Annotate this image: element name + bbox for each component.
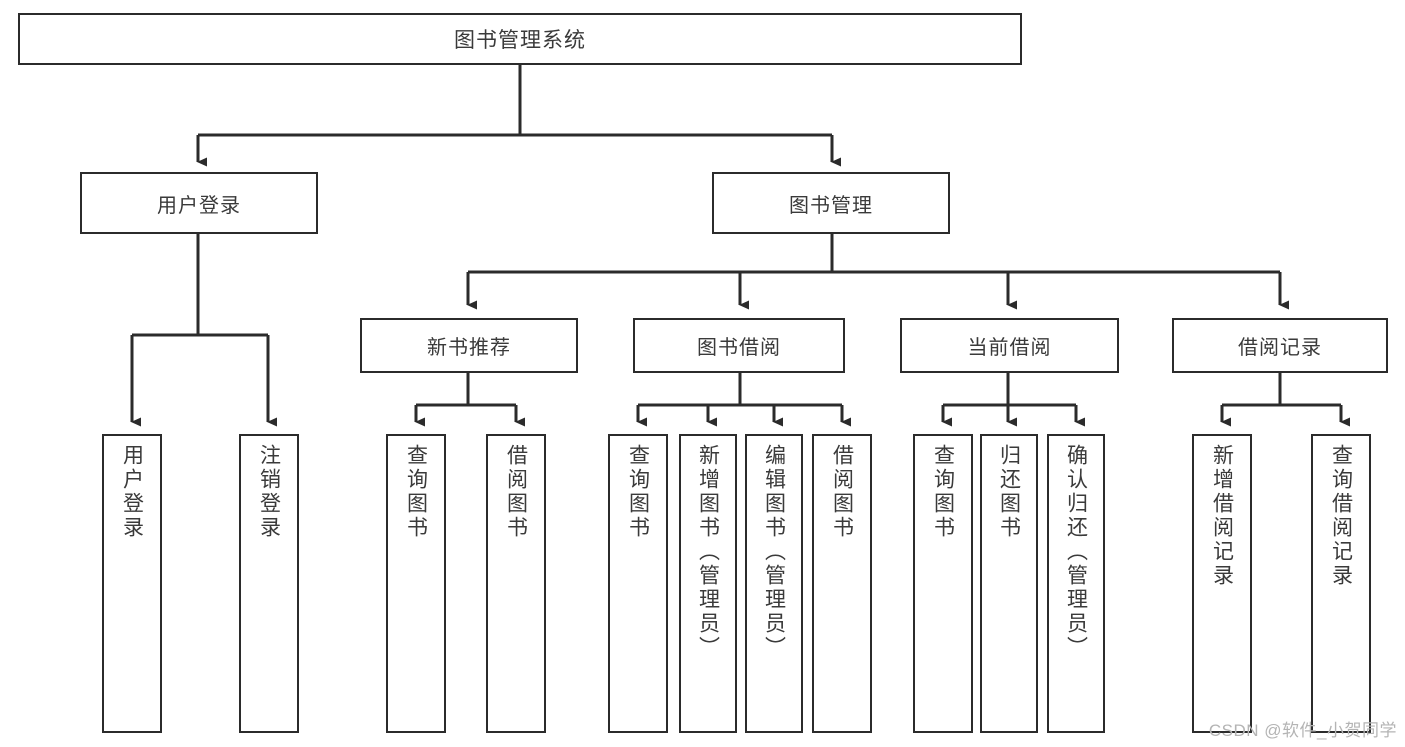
node-label: 查询借阅记录 <box>1329 444 1353 588</box>
leaf-edit-book-admin[interactable]: 编辑图书（管理员） <box>745 434 803 733</box>
node-book-management-system[interactable]: 图书管理系统 <box>18 13 1022 65</box>
node-label: 借阅记录 <box>1238 337 1322 359</box>
leaf-query-book-recommend[interactable]: 查询图书 <box>386 434 446 733</box>
node-borrow-record[interactable]: 借阅记录 <box>1172 318 1388 373</box>
leaf-borrow-book[interactable]: 借阅图书 <box>812 434 872 733</box>
node-label: 新增借阅记录 <box>1210 444 1234 588</box>
node-label: 当前借阅 <box>967 337 1052 359</box>
leaf-confirm-return-admin[interactable]: 确认归还（管理员） <box>1047 434 1105 733</box>
node-label: 图书借阅 <box>697 337 781 359</box>
leaf-return-book[interactable]: 归还图书 <box>980 434 1038 733</box>
node-label: 归还图书 <box>997 444 1021 540</box>
node-user-login[interactable]: 用户登录 <box>80 172 318 234</box>
leaf-query-borrow-record[interactable]: 查询借阅记录 <box>1311 434 1371 733</box>
node-label: 新书推荐 <box>427 337 511 359</box>
node-current-borrow[interactable]: 当前借阅 <box>900 318 1119 373</box>
leaf-borrow-book-recommend[interactable]: 借阅图书 <box>486 434 546 733</box>
node-label: 借阅图书 <box>830 444 854 540</box>
node-label: 新增图书（管理员） <box>696 444 720 660</box>
node-label: 查询图书 <box>931 444 955 540</box>
node-label: 图书管理 <box>789 194 873 217</box>
leaf-user-logout[interactable]: 注销登录 <box>239 434 299 733</box>
node-book-management[interactable]: 图书管理 <box>712 172 950 234</box>
node-label: 注销登录 <box>257 444 281 540</box>
node-label: 用户登录 <box>120 444 144 540</box>
node-label: 编辑图书（管理员） <box>762 444 786 660</box>
leaf-user-login[interactable]: 用户登录 <box>102 434 162 733</box>
node-book-borrow[interactable]: 图书借阅 <box>633 318 845 373</box>
node-new-book-recommend[interactable]: 新书推荐 <box>360 318 578 373</box>
leaf-query-book-borrow[interactable]: 查询图书 <box>608 434 668 733</box>
leaf-add-borrow-record[interactable]: 新增借阅记录 <box>1192 434 1252 733</box>
leaf-add-book-admin[interactable]: 新增图书（管理员） <box>679 434 737 733</box>
node-label: 查询图书 <box>404 444 428 540</box>
node-label: 确认归还（管理员） <box>1064 444 1088 660</box>
watermark-text: CSDN @软件_小贺同学 <box>1208 721 1397 740</box>
node-label: 查询图书 <box>626 444 650 540</box>
node-label: 借阅图书 <box>504 444 528 540</box>
leaf-query-book-current[interactable]: 查询图书 <box>913 434 973 733</box>
node-label: 用户登录 <box>157 194 241 217</box>
node-label: 图书管理系统 <box>454 29 586 52</box>
